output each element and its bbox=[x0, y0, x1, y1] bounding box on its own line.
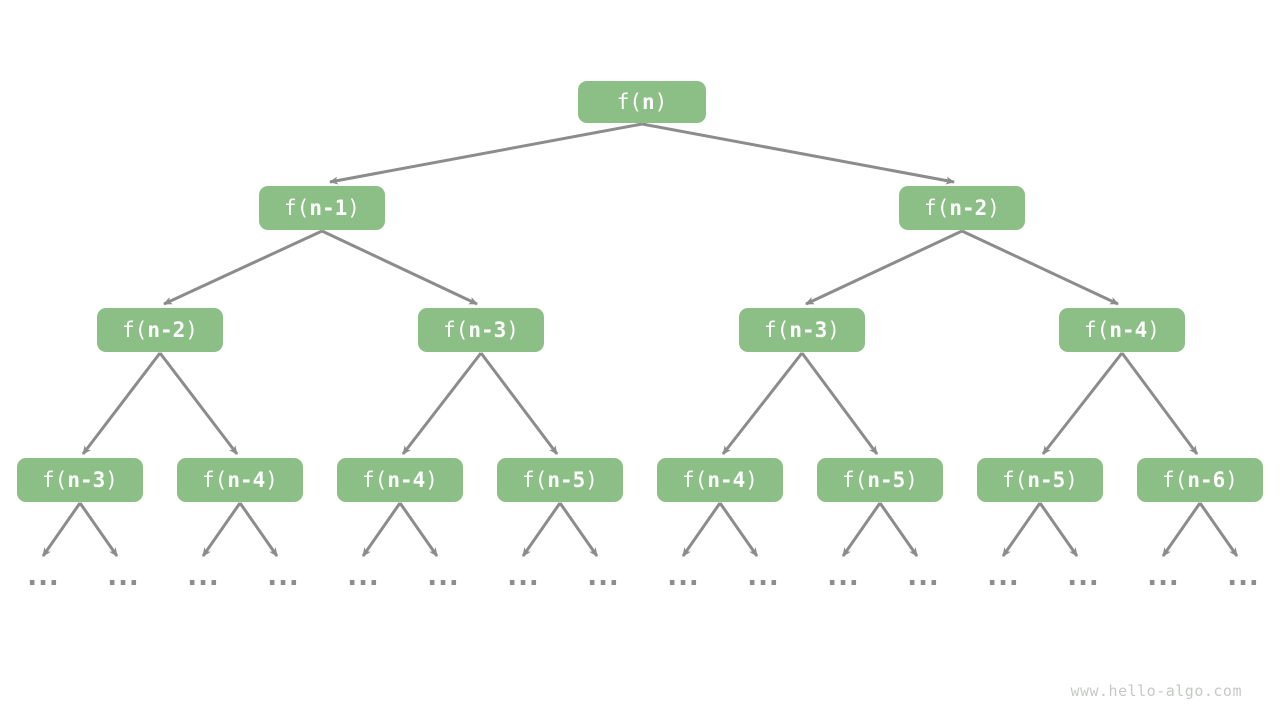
node-l2-2: f(n-2) bbox=[899, 186, 1025, 230]
ellipsis: ... bbox=[583, 559, 623, 592]
node-l4-8: f(n-6) bbox=[1137, 458, 1263, 502]
edge-arrow bbox=[1038, 502, 1079, 557]
edge-arrow bbox=[805, 229, 963, 306]
edge-arrow bbox=[201, 502, 242, 557]
node-l2-1: f(n-1) bbox=[259, 186, 385, 230]
edge-arrow bbox=[329, 122, 643, 185]
edge-arrow bbox=[163, 229, 323, 306]
node-l4-4: f(n-5) bbox=[497, 458, 623, 502]
edge-arrow bbox=[641, 122, 955, 185]
ellipsis: ... bbox=[743, 559, 783, 592]
edge-arrow bbox=[521, 502, 562, 557]
node-l4-5: f(n-4) bbox=[657, 458, 783, 502]
ellipsis: ... bbox=[23, 559, 63, 592]
edge-arrow bbox=[81, 352, 162, 455]
edge-arrow bbox=[1041, 352, 1124, 455]
node-l4-7: f(n-5) bbox=[977, 458, 1103, 502]
edge-arrow bbox=[361, 502, 402, 557]
edge-arrow bbox=[479, 352, 559, 455]
ellipsis: ... bbox=[183, 559, 223, 592]
edge-arrow bbox=[841, 502, 882, 557]
edge-arrow bbox=[321, 229, 478, 306]
node-l3-3: f(n-3) bbox=[739, 308, 865, 352]
ellipsis: ... bbox=[263, 559, 303, 592]
node-l3-1: f(n-2) bbox=[97, 308, 223, 352]
node-l4-6: f(n-5) bbox=[817, 458, 943, 502]
edge-arrow bbox=[878, 502, 919, 557]
node-l1-root: f(n) bbox=[578, 81, 706, 123]
edge-arrow bbox=[1001, 502, 1042, 557]
edge-arrow bbox=[681, 502, 722, 557]
node-l4-3: f(n-4) bbox=[337, 458, 463, 502]
ellipsis: ... bbox=[1143, 559, 1183, 592]
node-l4-1: f(n-3) bbox=[17, 458, 143, 502]
ellipsis: ... bbox=[343, 559, 383, 592]
edge-arrow bbox=[721, 352, 804, 455]
edge-arrow bbox=[1198, 502, 1239, 557]
node-l3-4: f(n-4) bbox=[1059, 308, 1185, 352]
edge-arrow bbox=[401, 352, 483, 455]
watermark: www.hello-algo.com bbox=[1070, 682, 1242, 700]
ellipsis: ... bbox=[983, 559, 1023, 592]
node-l3-2: f(n-3) bbox=[418, 308, 544, 352]
edge-arrow bbox=[718, 502, 759, 557]
node-l4-2: f(n-4) bbox=[177, 458, 303, 502]
edge-arrow bbox=[558, 502, 599, 557]
edge-arrow bbox=[1120, 352, 1199, 455]
ellipsis: ... bbox=[1223, 559, 1263, 592]
ellipsis: ... bbox=[423, 559, 463, 592]
edge-arrow bbox=[961, 229, 1119, 306]
edge-arrow bbox=[78, 502, 119, 557]
ellipsis: ... bbox=[103, 559, 143, 592]
ellipsis: ... bbox=[663, 559, 703, 592]
edge-arrow bbox=[41, 502, 82, 557]
edge-arrow bbox=[238, 502, 279, 557]
ellipsis: ... bbox=[823, 559, 863, 592]
ellipsis: ... bbox=[903, 559, 943, 592]
edge-group bbox=[41, 122, 1239, 557]
ellipsis: ... bbox=[1063, 559, 1103, 592]
edge-arrow bbox=[800, 352, 879, 455]
edge-arrow bbox=[158, 352, 239, 455]
edge-arrow bbox=[398, 502, 439, 557]
edge-arrow bbox=[1161, 502, 1202, 557]
ellipsis: ... bbox=[503, 559, 543, 592]
